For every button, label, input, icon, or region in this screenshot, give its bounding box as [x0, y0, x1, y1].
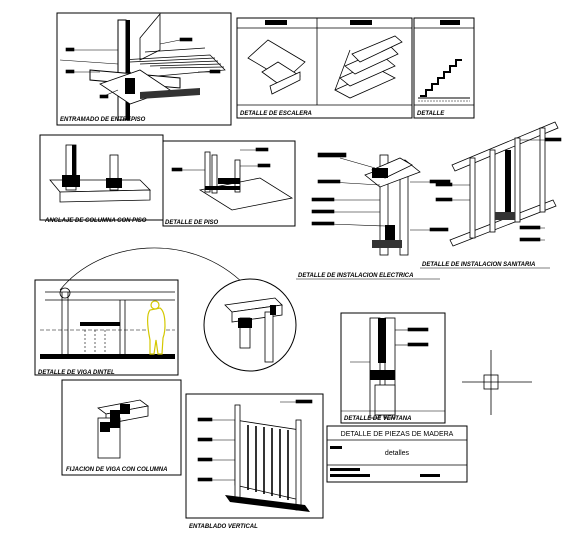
panel-entablado: ENTABLADO VERTICAL	[185, 393, 324, 530]
caption-detalle: DETALLE	[417, 111, 445, 117]
panel-escalera: DETALLE DE ESCALERA	[236, 17, 413, 119]
title-block-title: DETALLE DE PIEZAS DE MADERA	[341, 431, 454, 438]
caption-piso: DETALLE DE PISO	[165, 220, 219, 226]
caption-sanitaria: DETALLE DE INSTALACION SANITARIA	[422, 262, 535, 268]
panel-sanitaria: DETALLE DE INSTALACION SANITARIA	[420, 121, 562, 269]
caption-anclaje: ANCLAJE DE COLUMNA CON PISO	[44, 218, 147, 224]
title-block: DETALLE DE PIEZAS DE MADERA detalles	[326, 425, 468, 483]
caption-entablado: ENTABLADO VERTICAL	[189, 524, 258, 530]
panel-detalle: DETALLE	[413, 17, 475, 119]
panel-piso: DETALLE DE PISO	[162, 140, 296, 227]
panel-fijacion: FIJACION DE VIGA CON COLUMNA	[61, 379, 182, 476]
title-block-subtitle: detalles	[385, 450, 410, 457]
caption-electrica: DETALLE DE INSTALACION ELECTRICA	[298, 273, 413, 279]
crosshair-marker	[462, 350, 532, 415]
caption-dintel: DETALLE DE VIGA DINTEL	[38, 370, 115, 376]
panel-electrica: DETALLE DE INSTALACION ELECTRICA	[296, 152, 451, 280]
caption-fijacion: FIJACION DE VIGA CON COLUMNA	[66, 467, 167, 473]
panel-ventana: DETALLE DE VENTANA	[340, 312, 446, 424]
panel-entramado: ENTRAMADO DE ENTREPISO	[56, 12, 232, 126]
panel-circle-detail	[203, 278, 297, 372]
caption-ventana: DETALLE DE VENTANA	[344, 416, 411, 422]
caption-escalera: DETALLE DE ESCALERA	[240, 111, 312, 117]
caption-entramado: ENTRAMADO DE ENTREPISO	[60, 117, 146, 123]
panel-dintel: DETALLE DE VIGA DINTEL	[34, 247, 246, 376]
panel-anclaje: ANCLAJE DE COLUMNA CON PISO	[39, 134, 164, 224]
